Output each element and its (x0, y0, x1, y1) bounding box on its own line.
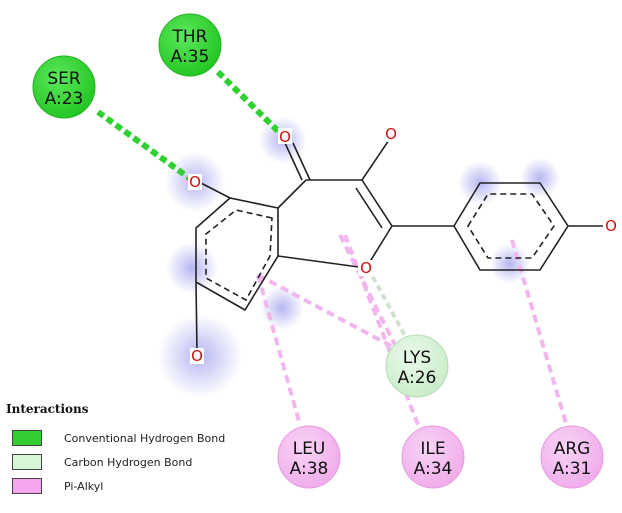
residue-name: SER (47, 69, 81, 89)
legend-label: Pi-Alkyl (64, 479, 104, 493)
residue-ser23: SER A:23 (32, 55, 96, 119)
residue-number: A:38 (290, 459, 329, 479)
legend-label: Carbon Hydrogen Bond (64, 455, 193, 469)
pialkyl-arg31 (510, 239, 570, 431)
interaction-lines (96, 69, 570, 431)
legend-item-conventional-hbond: Conventional Hydrogen Bond (6, 426, 296, 450)
legend-item-carbon-hbond: Carbon Hydrogen Bond (6, 450, 296, 474)
residue-number: A:35 (171, 47, 210, 67)
oxygen-c4prime-label: O (605, 217, 617, 235)
legend-swatch (12, 478, 42, 494)
oxygen-c3-label: O (385, 125, 397, 143)
residue-name: ARG (554, 439, 591, 459)
accessibility-glows (158, 116, 560, 398)
oxygen-c7-label: O (191, 347, 203, 365)
residue-arg31: ARG A:31 (540, 425, 604, 489)
residue-thr35: THR A:35 (158, 13, 222, 77)
legend-item-pi-alkyl: Pi-Alkyl (6, 474, 296, 498)
residue-name: LYS (403, 348, 431, 368)
residue-name: THR (172, 27, 208, 47)
interactions-legend: Interactions Conventional Hydrogen Bond … (6, 402, 296, 498)
residue-lys26: LYS A:26 (385, 334, 449, 398)
residue-name: ILE (420, 439, 445, 459)
legend-swatch (12, 454, 42, 470)
residue-leu38: LEU A:38 (277, 425, 341, 489)
oxygen-atoms: O O O O O O (188, 125, 619, 365)
legend-swatch (12, 430, 42, 446)
chbond-lys26 (366, 267, 412, 346)
oxygen-ring-label: O (360, 259, 372, 277)
hbond-ser23 (96, 109, 194, 183)
pialkyl-lys26-b (338, 234, 397, 346)
legend-title: Interactions (6, 402, 89, 416)
pialkyl-ile34 (343, 234, 422, 431)
residue-number: A:34 (414, 459, 453, 479)
oxygen-c4-label: O (279, 128, 291, 146)
residue-number: A:31 (553, 459, 592, 479)
residue-name: LEU (293, 439, 326, 459)
residue-number: A:23 (45, 89, 84, 109)
legend-label: Conventional Hydrogen Bond (64, 431, 226, 445)
residue-ile34: ILE A:34 (401, 425, 465, 489)
hbond-thr35 (215, 69, 286, 139)
oxygen-c5-label: O (189, 173, 201, 191)
residue-number: A:26 (398, 368, 437, 388)
